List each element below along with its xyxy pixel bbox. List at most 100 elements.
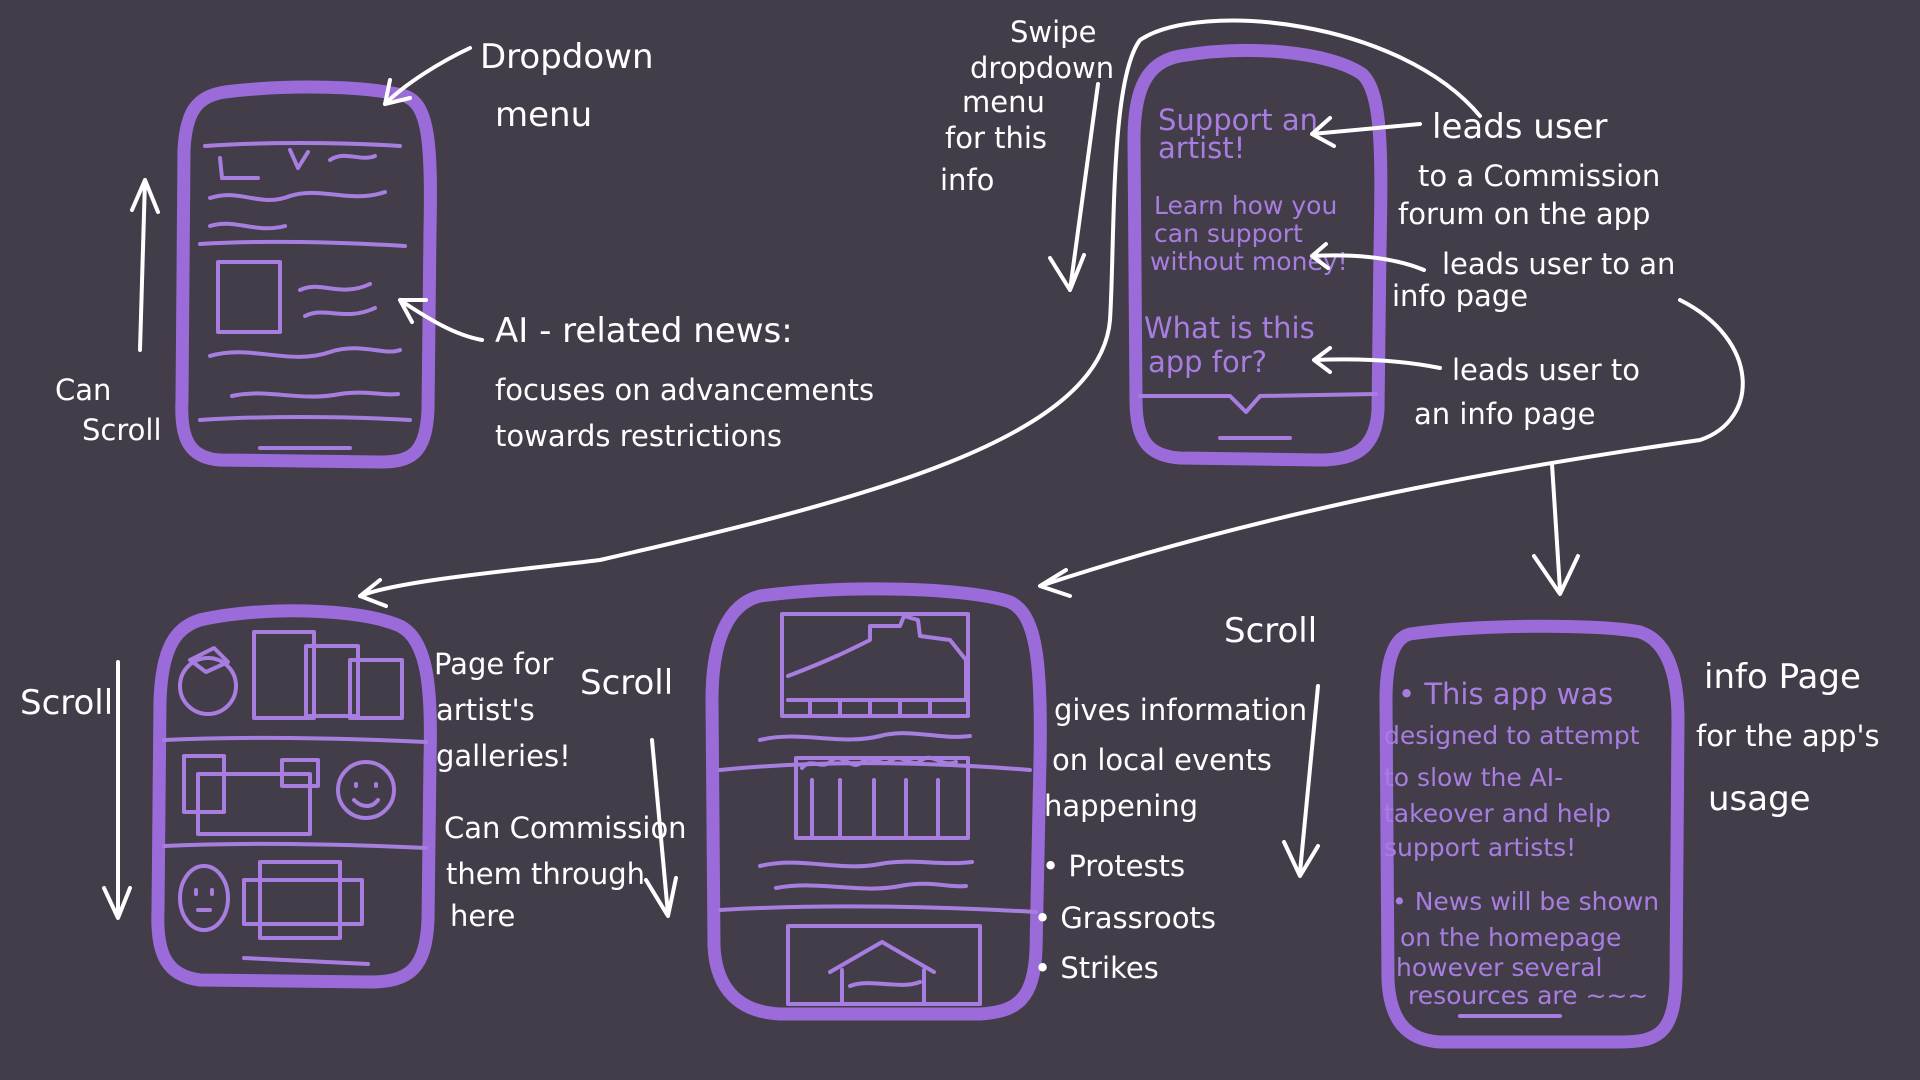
- commission-desc-line1: Can Commission: [444, 811, 687, 845]
- scroll-label-left: Scroll: [20, 683, 113, 723]
- what-is-app-line2: app for?: [1148, 345, 1267, 379]
- event-image-1-building: [786, 614, 968, 702]
- gallery-artwork-1c: [348, 658, 404, 720]
- swipe-line5: info: [940, 163, 994, 197]
- artist-avatar-3: [178, 864, 230, 932]
- event-image-1-columns: [808, 698, 932, 718]
- dropdown-bar-line: [203, 141, 402, 148]
- news-text-squiggle-1: [208, 190, 387, 202]
- ai-news-line1: AI - related news:: [495, 311, 793, 351]
- events-phone-sketch: [705, 582, 1047, 1021]
- gallery-home-indicator: [242, 956, 370, 966]
- can-scroll-annotation: Can Scroll: [55, 178, 162, 447]
- arrow-to-what-is-app: [1312, 346, 1442, 374]
- avatar-3-face: [194, 888, 214, 912]
- gallery-artwork-1a: [252, 630, 316, 720]
- leads-info2-line1: leads user to: [1452, 353, 1640, 387]
- news-thumbnail: [216, 260, 282, 334]
- event-image-3-house: [828, 940, 936, 1006]
- swipe-line2: dropdown: [970, 51, 1114, 85]
- info-desc-line3: usage: [1708, 779, 1811, 819]
- leads-info1-line2: info page: [1392, 279, 1528, 313]
- info-phone-sketch: • This app was designed to attempt to sl…: [1379, 619, 1685, 1049]
- news-phone-sketch: [175, 80, 437, 469]
- menu-phone-sketch: Support an artist! Learn how you can sup…: [1127, 43, 1388, 467]
- events-desc-line3: happening: [1044, 789, 1198, 823]
- leads-commission-line2: to a Commission: [1418, 159, 1660, 193]
- ai-news-line2: focuses on advancements: [495, 373, 874, 407]
- can-scroll-line2: Scroll: [82, 413, 162, 447]
- gallery-annotations: Scroll Page for artist's galleries! Scro…: [20, 647, 687, 933]
- info-p1-line5: support artists!: [1384, 833, 1576, 862]
- menu-link-support-without-money[interactable]: Learn how you can support without money!: [1150, 191, 1348, 276]
- info-p2-line1: • News will be shown: [1392, 887, 1659, 916]
- info-paragraph-1: • This app was designed to attempt to sl…: [1384, 677, 1640, 862]
- gallery-desc-line3: galleries!: [436, 739, 571, 773]
- scroll-up-arrow: [130, 178, 160, 352]
- events-annotations: Scroll gives information on local events…: [1034, 611, 1320, 985]
- events-bullet-grassroots: • Grassroots: [1034, 901, 1216, 935]
- scroll-down-arrow-events: [1282, 684, 1320, 878]
- info-desc-line2: for the app's: [1696, 719, 1880, 753]
- can-scroll-line1: Can: [55, 373, 111, 407]
- learn-support-line2: can support: [1154, 219, 1303, 248]
- gallery-phone-outline: [151, 604, 437, 989]
- event-caption-1: [758, 731, 972, 742]
- flow-connectors: [358, 18, 1745, 608]
- events-divider-2: [718, 904, 1038, 914]
- menu-link-what-is-app[interactable]: What is this app for?: [1144, 311, 1315, 379]
- gallery-artwork-3b: [242, 878, 364, 926]
- news-divider-2: [198, 415, 412, 422]
- arrow-to-dropdown: [383, 46, 472, 106]
- swipe-line1: Swipe: [1010, 15, 1096, 49]
- info-link-annotation-1: leads user to an info page: [1310, 242, 1675, 313]
- leads-info2-line2: an info page: [1414, 397, 1595, 431]
- ai-news-line3: towards restrictions: [495, 419, 782, 453]
- gallery-desc-line2: artist's: [436, 693, 535, 727]
- commission-link-annotation: leads user to a Commission forum on the …: [1310, 107, 1660, 231]
- event-caption-3: [774, 881, 968, 891]
- what-is-app-line1: What is this: [1144, 311, 1315, 345]
- info-link-annotation-2: leads user to an info page: [1312, 346, 1640, 431]
- event-image-2-crowd: [800, 755, 958, 838]
- commission-desc-line2: them through: [446, 857, 645, 891]
- event-caption-2: [758, 859, 974, 869]
- dropdown-menu-annotation: Dropdown menu: [383, 37, 654, 135]
- leads-commission-line3: forum on the app: [1398, 197, 1650, 231]
- events-desc-line2: on local events: [1052, 743, 1272, 777]
- ai-news-annotation: AI - related news: focuses on advancemen…: [398, 298, 874, 453]
- info-paragraph-2: • News will be shown on the homepage how…: [1392, 887, 1659, 1010]
- flow-line-to-gallery: [358, 18, 1482, 608]
- info-annotations: info Page for the app's usage: [1696, 657, 1880, 819]
- menu-bottom-bar: [1138, 392, 1378, 414]
- artist-avatar-1: [178, 656, 238, 716]
- events-desc-line1: gives information: [1054, 693, 1307, 727]
- commission-desc-line3: here: [450, 899, 515, 933]
- info-p1-line2: designed to attempt: [1384, 721, 1640, 750]
- support-artist-line2: artist!: [1158, 131, 1245, 165]
- arrow-to-learn-support: [1310, 242, 1426, 272]
- events-bullet-protests: • Protests: [1042, 849, 1185, 883]
- info-p1-line1: • This app was: [1398, 677, 1613, 711]
- gallery-artwork-2b: [196, 772, 312, 836]
- gallery-desc-line1: Page for: [434, 647, 553, 681]
- news-text-squiggle-2: [208, 221, 287, 231]
- leads-commission-line1: leads user: [1432, 107, 1607, 147]
- gallery-divider-2: [162, 841, 428, 850]
- news-text-squiggle-5: [230, 390, 400, 399]
- news-divider-1: [198, 239, 407, 248]
- events-phone-outline: [705, 582, 1047, 1021]
- menu-link-support-artist[interactable]: Support an artist!: [1158, 103, 1318, 165]
- arrow-to-news: [398, 298, 484, 342]
- event-image-2: [794, 756, 970, 840]
- flow-line-to-events: [1038, 298, 1745, 598]
- artist-avatar-2: [336, 760, 396, 820]
- gallery-artwork-2c: [280, 758, 320, 788]
- info-p2-line2: on the homepage: [1400, 923, 1621, 952]
- event-image-3: [786, 924, 982, 1006]
- support-artist-line1: Support an: [1158, 103, 1318, 137]
- scroll-label-events: Scroll: [1224, 611, 1317, 651]
- dropdown-label-line2: menu: [495, 95, 592, 135]
- events-divider-1: [718, 761, 1032, 772]
